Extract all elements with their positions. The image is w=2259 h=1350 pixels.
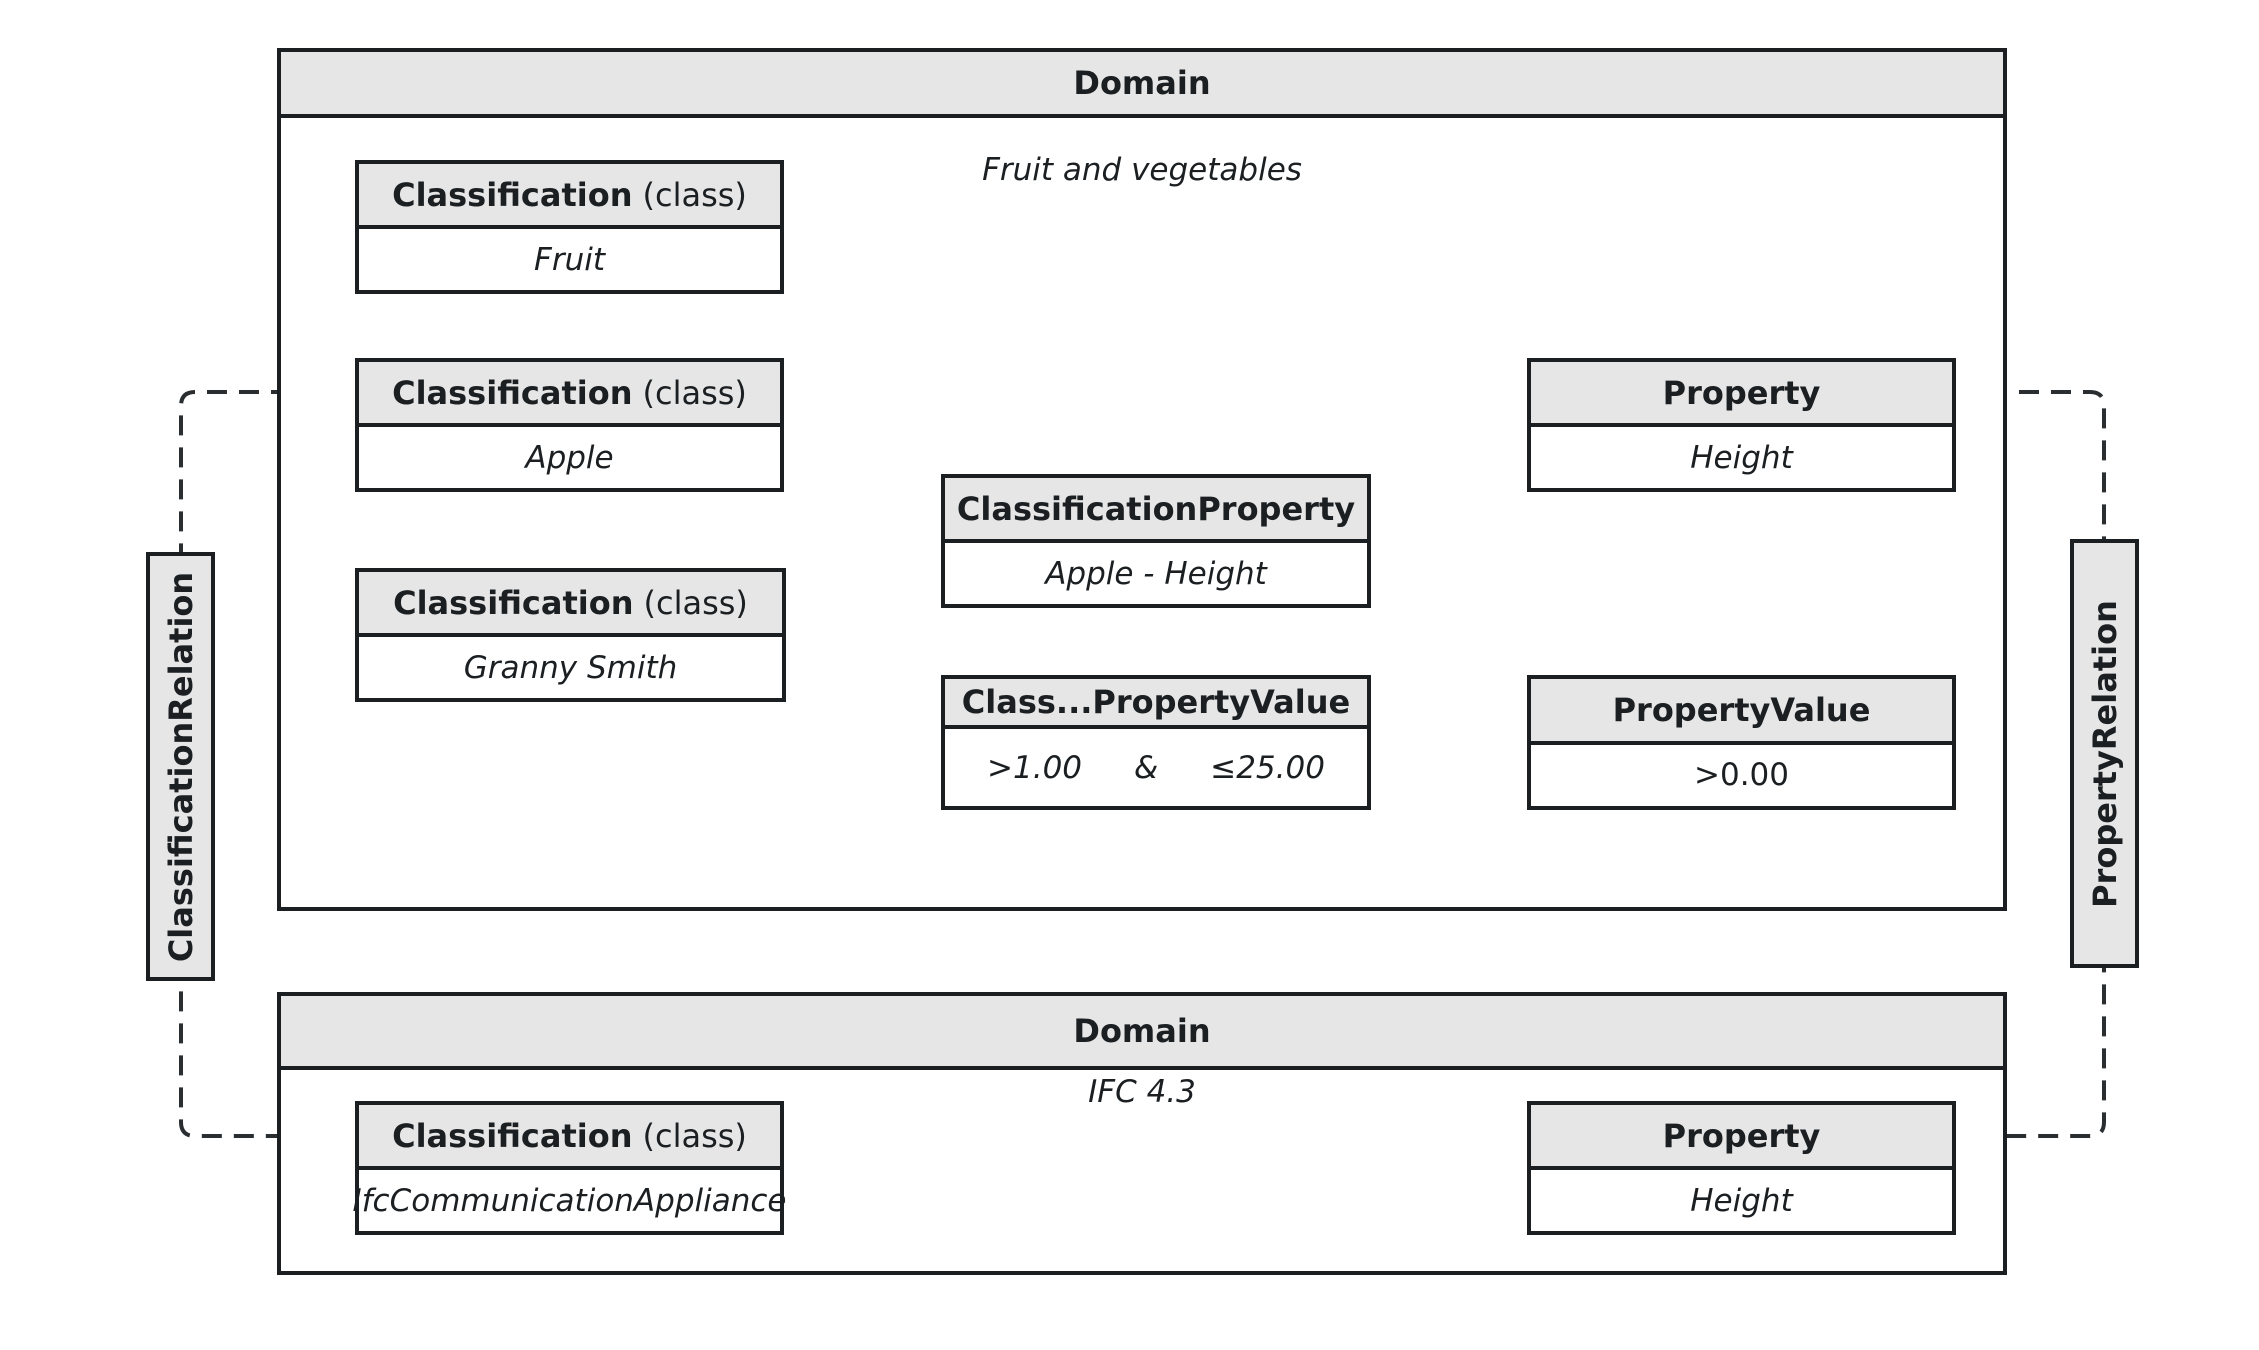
domain-header: Domain (281, 52, 2003, 118)
max-value: ≤25.00 (1210, 749, 1325, 786)
property-height: Property Height (1527, 358, 1956, 492)
domain-header: Domain (281, 996, 2003, 1070)
entity-type: Property (1662, 373, 1821, 412)
box-header: Classification (class) (359, 362, 780, 427)
entity-value: Apple - Height (1045, 555, 1267, 592)
entity-value: IfcCommunicationAppliance (352, 1182, 787, 1219)
entity-qualifier: (class) (643, 583, 748, 622)
classification-ifc-communication-appliance: Classification (class) IfcCommunicationA… (352, 1101, 787, 1235)
box-header: Classification (class) (359, 572, 782, 637)
box-header: ClassificationProperty (945, 478, 1367, 543)
entity-value: >0.00 (1694, 757, 1789, 794)
box-header: Classification (class) (359, 1105, 780, 1170)
link-classification-relation (179, 390, 355, 1138)
property-height-ifc: Property Height (1527, 1101, 1956, 1235)
entity-type: Property (1662, 1116, 1821, 1155)
entity-type: Class...PropertyValue (961, 683, 1351, 721)
entity-value: Height (1690, 1182, 1793, 1219)
box-header: Property (1531, 1105, 1952, 1170)
entity-type: ClassificationProperty (956, 489, 1356, 528)
domain-name: IFC 4.3 (1088, 1074, 1196, 1110)
classification-relation: ClassificationRelation (146, 552, 215, 981)
box-header: Property (1531, 362, 1952, 427)
entity-value: Height (1690, 439, 1793, 476)
value-range: >1.00 & ≤25.00 (945, 729, 1367, 806)
box-header: Classification (class) (359, 164, 780, 229)
classification-property-value: Class...PropertyValue >1.00 & ≤25.00 (941, 675, 1371, 810)
relation-label: ClassificationRelation (161, 571, 200, 962)
classification-fruit: Classification (class) Fruit (355, 160, 784, 294)
entity-type: PropertyValue (1612, 690, 1871, 729)
entity-value: Granny Smith (463, 649, 678, 686)
classification-granny-smith: Classification (class) Granny Smith (355, 568, 786, 702)
range-joiner: & (1134, 749, 1159, 786)
entity-value: Fruit (534, 241, 605, 278)
entity-qualifier: (class) (642, 175, 747, 214)
property-relation: PropertyRelation (2070, 539, 2139, 968)
entity-type: Classification (393, 583, 634, 622)
entity-type: Classification (392, 373, 633, 412)
classification-property: ClassificationProperty Apple - Height (941, 474, 1371, 608)
entity-type: Classification (392, 1116, 633, 1155)
entity-qualifier: (class) (642, 1116, 747, 1155)
entity-type: Classification (392, 175, 633, 214)
domain-name: Fruit and vegetables (982, 152, 1302, 188)
box-header: PropertyValue (1531, 679, 1952, 745)
relation-label: PropertyRelation (2085, 599, 2124, 908)
box-header: Class...PropertyValue (945, 679, 1367, 729)
min-value: >1.00 (987, 749, 1083, 786)
classification-apple: Classification (class) Apple (355, 358, 784, 492)
property-value: PropertyValue >0.00 (1527, 675, 1956, 810)
entity-value: Apple (525, 439, 614, 476)
entity-qualifier: (class) (642, 373, 747, 412)
